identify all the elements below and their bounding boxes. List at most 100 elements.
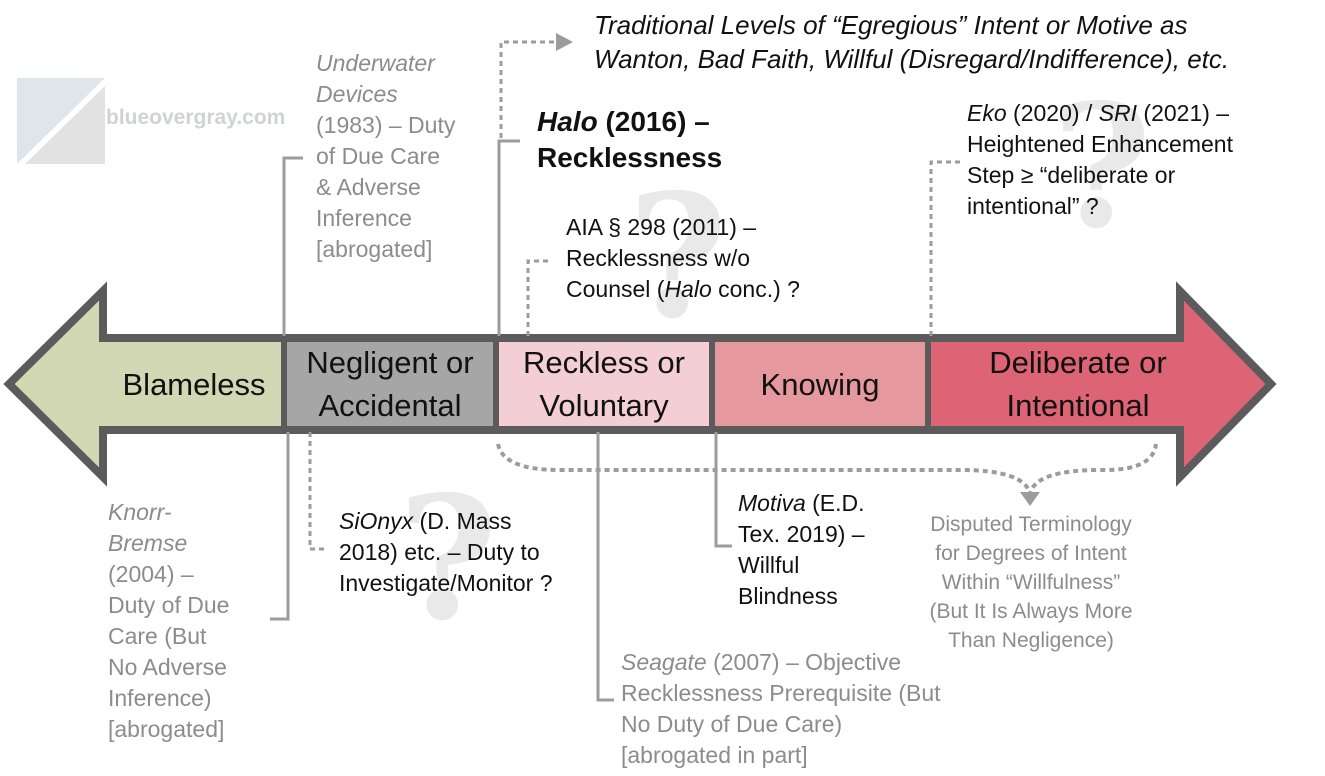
segment-deliberate-fill [928, 291, 1271, 477]
annotation-eko-sri: Eko (2020) / SRI (2021) – Heightened Enh… [967, 98, 1233, 222]
annotation-line: Motiva (E.D. [738, 488, 865, 519]
segment-negligent-fill [284, 338, 496, 430]
case-name: Underwater [316, 50, 435, 76]
case-name: Knorr- [108, 499, 172, 525]
annotation-line: Heightened Enhancement [967, 131, 1233, 157]
annotation-text: conc.) ? [711, 276, 800, 302]
annotation-halo: Halo (2016) – Recklessness [537, 104, 722, 176]
annotation-line: Within “Willfulness” [941, 571, 1121, 594]
segment-label: Knowing [760, 366, 880, 402]
annotation-line: (1983) – Duty [316, 112, 456, 138]
annotation-line: Duty of Due [108, 592, 230, 618]
arrowhead-traditional [556, 33, 573, 51]
segment-label: Negligent or [306, 345, 474, 380]
annotation-line: SiOnyx (D. Mass [339, 506, 553, 537]
segment-reckless: Reckless or Voluntary [498, 341, 710, 427]
annotation-line: & Adverse [316, 174, 421, 200]
case-name: Halo [664, 276, 712, 302]
arrowhead-disputed [1020, 492, 1040, 506]
annotation-line: Inference [316, 205, 412, 231]
segment-label: Accidental [318, 388, 462, 423]
segment-label: Reckless or [523, 345, 685, 380]
annotation-line: Care (But [108, 623, 207, 649]
segment-label: Deliberate or [989, 345, 1167, 380]
annotation-line: Step ≥ “deliberate or [967, 162, 1176, 188]
segment-label: Intentional [1006, 388, 1150, 423]
annotation-line: (But It Is Always More [929, 600, 1133, 623]
annotation-line: (2004) – [108, 561, 194, 587]
case-name: SiOnyx [339, 508, 414, 534]
annotation-line: Inference) [108, 685, 212, 711]
segment-knowing: Knowing [714, 341, 926, 427]
annotation-line: [abrogated] [316, 236, 433, 262]
annotation-line: for Degrees of Intent [935, 542, 1127, 565]
watermark-text: blueovergray.com [106, 106, 286, 129]
watermark-logo [17, 78, 105, 164]
case-name: Eko [967, 100, 1007, 126]
case-name: Devices [316, 81, 398, 107]
annotation-line: Recklessness Prerequisite (But [621, 680, 941, 706]
segment-deliberate: Deliberate or Intentional [930, 341, 1226, 427]
annotation-text: (2021) – [1137, 100, 1230, 126]
connector-motiva [714, 432, 732, 548]
annotation-line: Eko (2020) / SRI (2021) – [967, 98, 1233, 129]
annotation-line: Halo (2016) – [537, 104, 722, 140]
annotation-line: 2018) etc. – Duty to [339, 539, 540, 565]
annotation-seagate: Seagate (2007) – Objective Recklessness … [621, 647, 941, 771]
annotation-disputed-terminology: Disputed Terminology for Degrees of Inte… [906, 510, 1156, 655]
annotation-text: (D. Mass [413, 508, 512, 534]
question-mark-glyph: ? [398, 459, 498, 659]
annotation-line: Disputed Terminology [930, 513, 1132, 536]
case-name: Bremse [108, 530, 188, 556]
annotation-line: [abrogated] [108, 716, 225, 742]
case-name: Seagate [621, 649, 707, 675]
annotation-aia: AIA § 298 (2011) – Recklessness w/o Coun… [566, 212, 800, 305]
segment-label: Blameless [122, 366, 266, 402]
segment-blameless: Blameless [106, 341, 282, 427]
question-mark-glyph: ? [628, 157, 728, 357]
connector-knorr [270, 432, 290, 621]
annotation-line: [abrogated in part] [621, 742, 808, 768]
annotation-text: (2020) / [1006, 100, 1099, 126]
annotation-line: Than Negligence) [948, 629, 1114, 652]
annotation-line: Counsel (Halo conc.) ? [566, 274, 800, 305]
segment-label: Voluntary [539, 388, 669, 423]
connector-underwater [282, 156, 303, 336]
annotation-text: (E.D. [805, 490, 865, 516]
case-name: Motiva [738, 490, 806, 516]
connector-seagate [596, 432, 614, 702]
annotation-sionyx: SiOnyx (D. Mass 2018) etc. – Duty to Inv… [339, 506, 553, 599]
annotation-line: Traditional Levels of “Egregious” Intent… [594, 10, 1188, 40]
connector-halo [497, 139, 520, 336]
annotation-line: Recklessness [537, 142, 723, 173]
annotation-line: Investigate/Monitor ? [339, 570, 553, 596]
segment-negligent: Negligent or Accidental [286, 341, 494, 427]
connector-eko [929, 160, 960, 336]
segment-reckless-fill [496, 338, 712, 430]
annotation-line: No Duty of Due Care) [621, 711, 843, 737]
segment-blameless-fill [9, 291, 284, 477]
annotation-text: (2016) – [597, 106, 710, 137]
question-mark-glyph: ? [1052, 67, 1152, 267]
segment-knowing-fill [712, 338, 928, 430]
annotation-text: (2007) – Objective [706, 649, 902, 675]
annotation-line: Blindness [738, 583, 838, 609]
case-name: Halo [537, 106, 598, 137]
annotation-line: of Due Care [316, 143, 441, 169]
arrow-outline [3, 281, 1277, 487]
annotation-line: Tex. 2019) – [738, 521, 865, 547]
annotation-line: AIA § 298 (2011) – [566, 214, 757, 240]
annotation-underwater-devices: Underwater Devices (1983) – Duty of Due … [316, 48, 455, 265]
annotation-text: Counsel ( [566, 276, 665, 302]
connector-sionyx [308, 432, 326, 551]
annotation-line: Willful [738, 552, 800, 578]
annotation-line: Recklessness w/o [566, 245, 751, 271]
annotation-motiva: Motiva (E.D. Tex. 2019) – Willful Blindn… [738, 488, 865, 612]
annotation-knorr-bremse: Knorr- Bremse (2004) – Duty of Due Care … [108, 497, 229, 745]
annotation-traditional: Traditional Levels of “Egregious” Intent… [594, 8, 1229, 76]
annotation-line: intentional” ? [967, 193, 1099, 219]
annotation-line: Wanton, Bad Faith, Willful (Disregard/In… [594, 44, 1230, 74]
case-name: SRI [1098, 100, 1138, 126]
